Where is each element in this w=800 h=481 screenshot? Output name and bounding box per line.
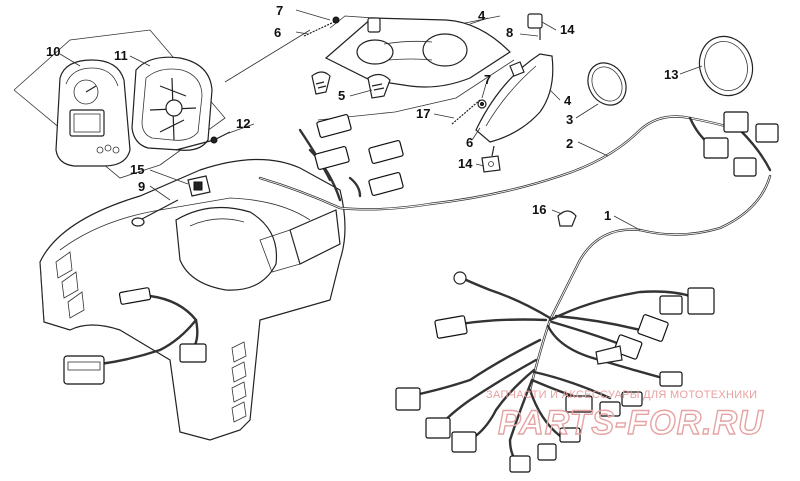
speedometer-gauge xyxy=(55,59,131,167)
harness-2 xyxy=(258,115,772,211)
watermark-tagline: ЗАПЧАСТИ И АКСЕССУАРЫ ДЛЯ МОТОТЕХНИКИ xyxy=(486,389,757,401)
dashboard-housing xyxy=(39,158,346,441)
nut-7-mid xyxy=(477,99,487,109)
screw-9 xyxy=(131,199,179,227)
callout-label-5: 5 xyxy=(338,88,345,103)
callout-label-13: 13 xyxy=(664,67,678,82)
clip-14-lower xyxy=(481,145,501,173)
watermark: ЗАПЧАСТИ И АКСЕССУАРЫ ДЛЯ МОТОТЕХНИКИ PA… xyxy=(486,389,764,443)
callout-label-15: 15 xyxy=(130,162,144,177)
callout-label-14-lower: 14 xyxy=(458,156,473,171)
leader-lines xyxy=(59,9,703,231)
housing-wires xyxy=(63,287,207,385)
callout-label-3: 3 xyxy=(566,112,573,127)
callout-label-10: 10 xyxy=(46,44,60,59)
gauge-housing xyxy=(131,56,213,151)
callout-label-7-top: 7 xyxy=(276,3,283,18)
spring-6-top xyxy=(303,16,340,37)
callout-label-9: 9 xyxy=(138,179,145,194)
switch-15 xyxy=(187,175,211,197)
callout-label-17: 17 xyxy=(416,106,430,121)
clip-14-top xyxy=(527,13,543,40)
harness-1-connectors xyxy=(395,271,715,473)
callout-label-7-mid: 7 xyxy=(484,72,491,87)
side-cover xyxy=(475,53,554,143)
watermark-site: PARTS-FOR.RU xyxy=(498,404,764,442)
callout-label-2: 2 xyxy=(566,136,573,151)
harness-2-connectors xyxy=(314,111,779,197)
light-bulb-sockets xyxy=(311,71,391,99)
callout-label-12: 12 xyxy=(236,116,250,131)
spring-17 xyxy=(451,99,481,125)
band-3 xyxy=(587,62,627,106)
upper-cover xyxy=(324,17,511,88)
ring-13 xyxy=(698,35,754,97)
callout-label-6-lower: 6 xyxy=(466,135,473,150)
callout-label-6-top: 6 xyxy=(274,25,281,40)
callout-labels: 1 2 3 4 4 5 6 6 7 7 8 9 10 11 12 13 14 1… xyxy=(46,3,678,223)
callout-label-14-top: 14 xyxy=(560,22,575,37)
callout-label-11: 11 xyxy=(114,48,128,63)
callout-label-4-top: 4 xyxy=(478,8,486,23)
callout-label-1: 1 xyxy=(604,208,611,223)
callout-label-16: 16 xyxy=(532,202,546,217)
callout-label-8: 8 xyxy=(506,25,513,40)
callout-label-4-side: 4 xyxy=(564,93,572,108)
